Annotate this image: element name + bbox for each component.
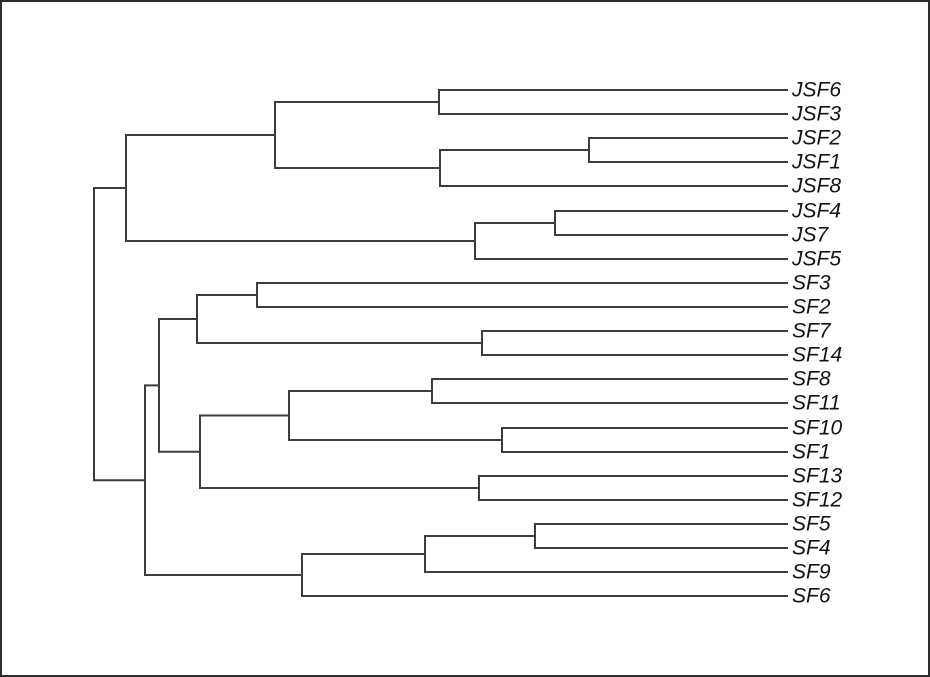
leaf-label-SF7: SF7 xyxy=(792,320,832,343)
leaf-label-JSF4: JSF4 xyxy=(791,200,841,223)
leaf-label-JSF1: JSF1 xyxy=(791,151,841,174)
leaf-label-SF4: SF4 xyxy=(792,537,831,560)
leaf-label-JSF2: JSF2 xyxy=(791,127,841,150)
leaf-label-JSF5: JSF5 xyxy=(791,248,841,271)
leaf-label-JSF6: JSF6 xyxy=(791,79,841,102)
leaf-label-SF2: SF2 xyxy=(792,296,831,319)
leaf-label-SF5: SF5 xyxy=(792,513,831,536)
leaf-label-SF12: SF12 xyxy=(792,489,843,512)
leaf-label-JS7: JS7 xyxy=(791,224,830,247)
leaf-label-SF8: SF8 xyxy=(792,368,831,391)
leaf-label-JSF8: JSF8 xyxy=(791,175,841,198)
leaf-label-SF1: SF1 xyxy=(792,441,831,464)
leaf-label-SF11: SF11 xyxy=(792,392,841,415)
leaf-label-JSF3: JSF3 xyxy=(791,103,841,126)
leaf-label-SF10: SF10 xyxy=(792,417,843,440)
leaf-label-SF3: SF3 xyxy=(792,272,831,295)
leaf-label-SF13: SF13 xyxy=(792,465,843,488)
leaf-label-SF6: SF6 xyxy=(792,585,831,608)
leaf-label-SF9: SF9 xyxy=(792,561,831,584)
leaf-label-SF14: SF14 xyxy=(792,344,842,367)
